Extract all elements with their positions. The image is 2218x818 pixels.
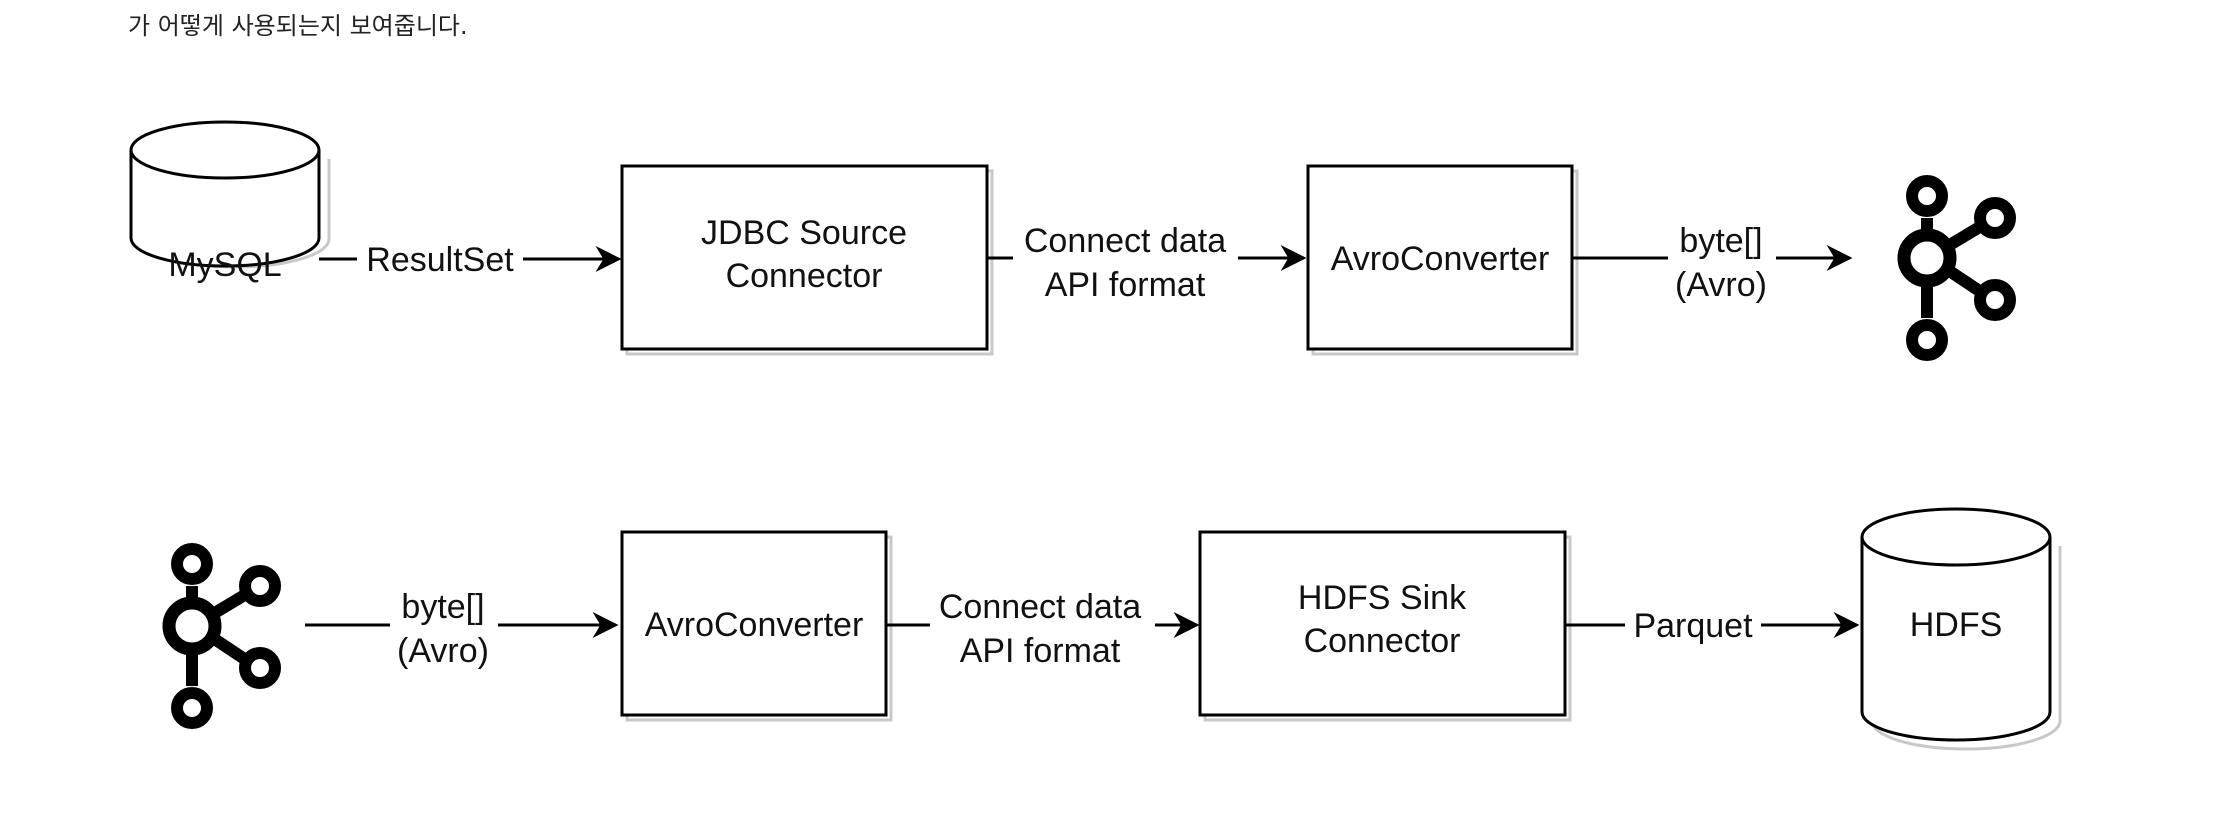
hdfs-database-cylinder (1860, 507, 2062, 751)
avroconverter-box-bottom (620, 530, 888, 717)
hdfs-connector-label-line2: Connector (1304, 622, 1461, 660)
edge-label-bg (1013, 222, 1238, 310)
jdbc-source-connector-box (620, 164, 989, 351)
edge-label-byte: byte[] (1679, 222, 1762, 260)
avroconverter-box-top (1306, 164, 1574, 351)
edge-label-avro: (Avro) (397, 632, 489, 670)
kafka-icon (169, 549, 275, 723)
kafka-icon (1904, 181, 2010, 355)
edge-label-bg (357, 236, 523, 280)
edge-label-bg (1625, 603, 1761, 647)
hdfs-label: HDFS (1910, 606, 2003, 644)
edge-label-byte: byte[] (401, 588, 484, 626)
avroconverter-label-top: AvroConverter (1331, 240, 1550, 278)
edge-label-bg (930, 588, 1155, 676)
edge-label-bg (1668, 222, 1776, 310)
edge-label-bg (390, 588, 498, 676)
edge-label-parquet: Parquet (1633, 607, 1753, 645)
edge-label-connect-data: Connect data (1024, 222, 1226, 260)
hdfs-sink-connector-box (1198, 530, 1567, 717)
mysql-database-cylinder (129, 120, 331, 269)
edge-label-resultset: ResultSet (366, 241, 514, 279)
edge-label-avro: (Avro) (1675, 266, 1767, 304)
jdbc-connector-label-line1: JDBC Source (701, 214, 907, 252)
mysql-label: MySQL (168, 246, 281, 284)
caption-text: 가 어떻게 사용되는지 보여줍니다. (128, 12, 468, 40)
edge-label-connect-data: Connect data (939, 588, 1141, 626)
edge-label-api-format: API format (1045, 266, 1206, 304)
edge-label-api-format: API format (960, 632, 1121, 670)
hdfs-connector-label-line1: HDFS Sink (1298, 579, 1467, 617)
jdbc-connector-label-line2: Connector (726, 257, 883, 295)
avroconverter-label-bottom: AvroConverter (645, 606, 864, 644)
